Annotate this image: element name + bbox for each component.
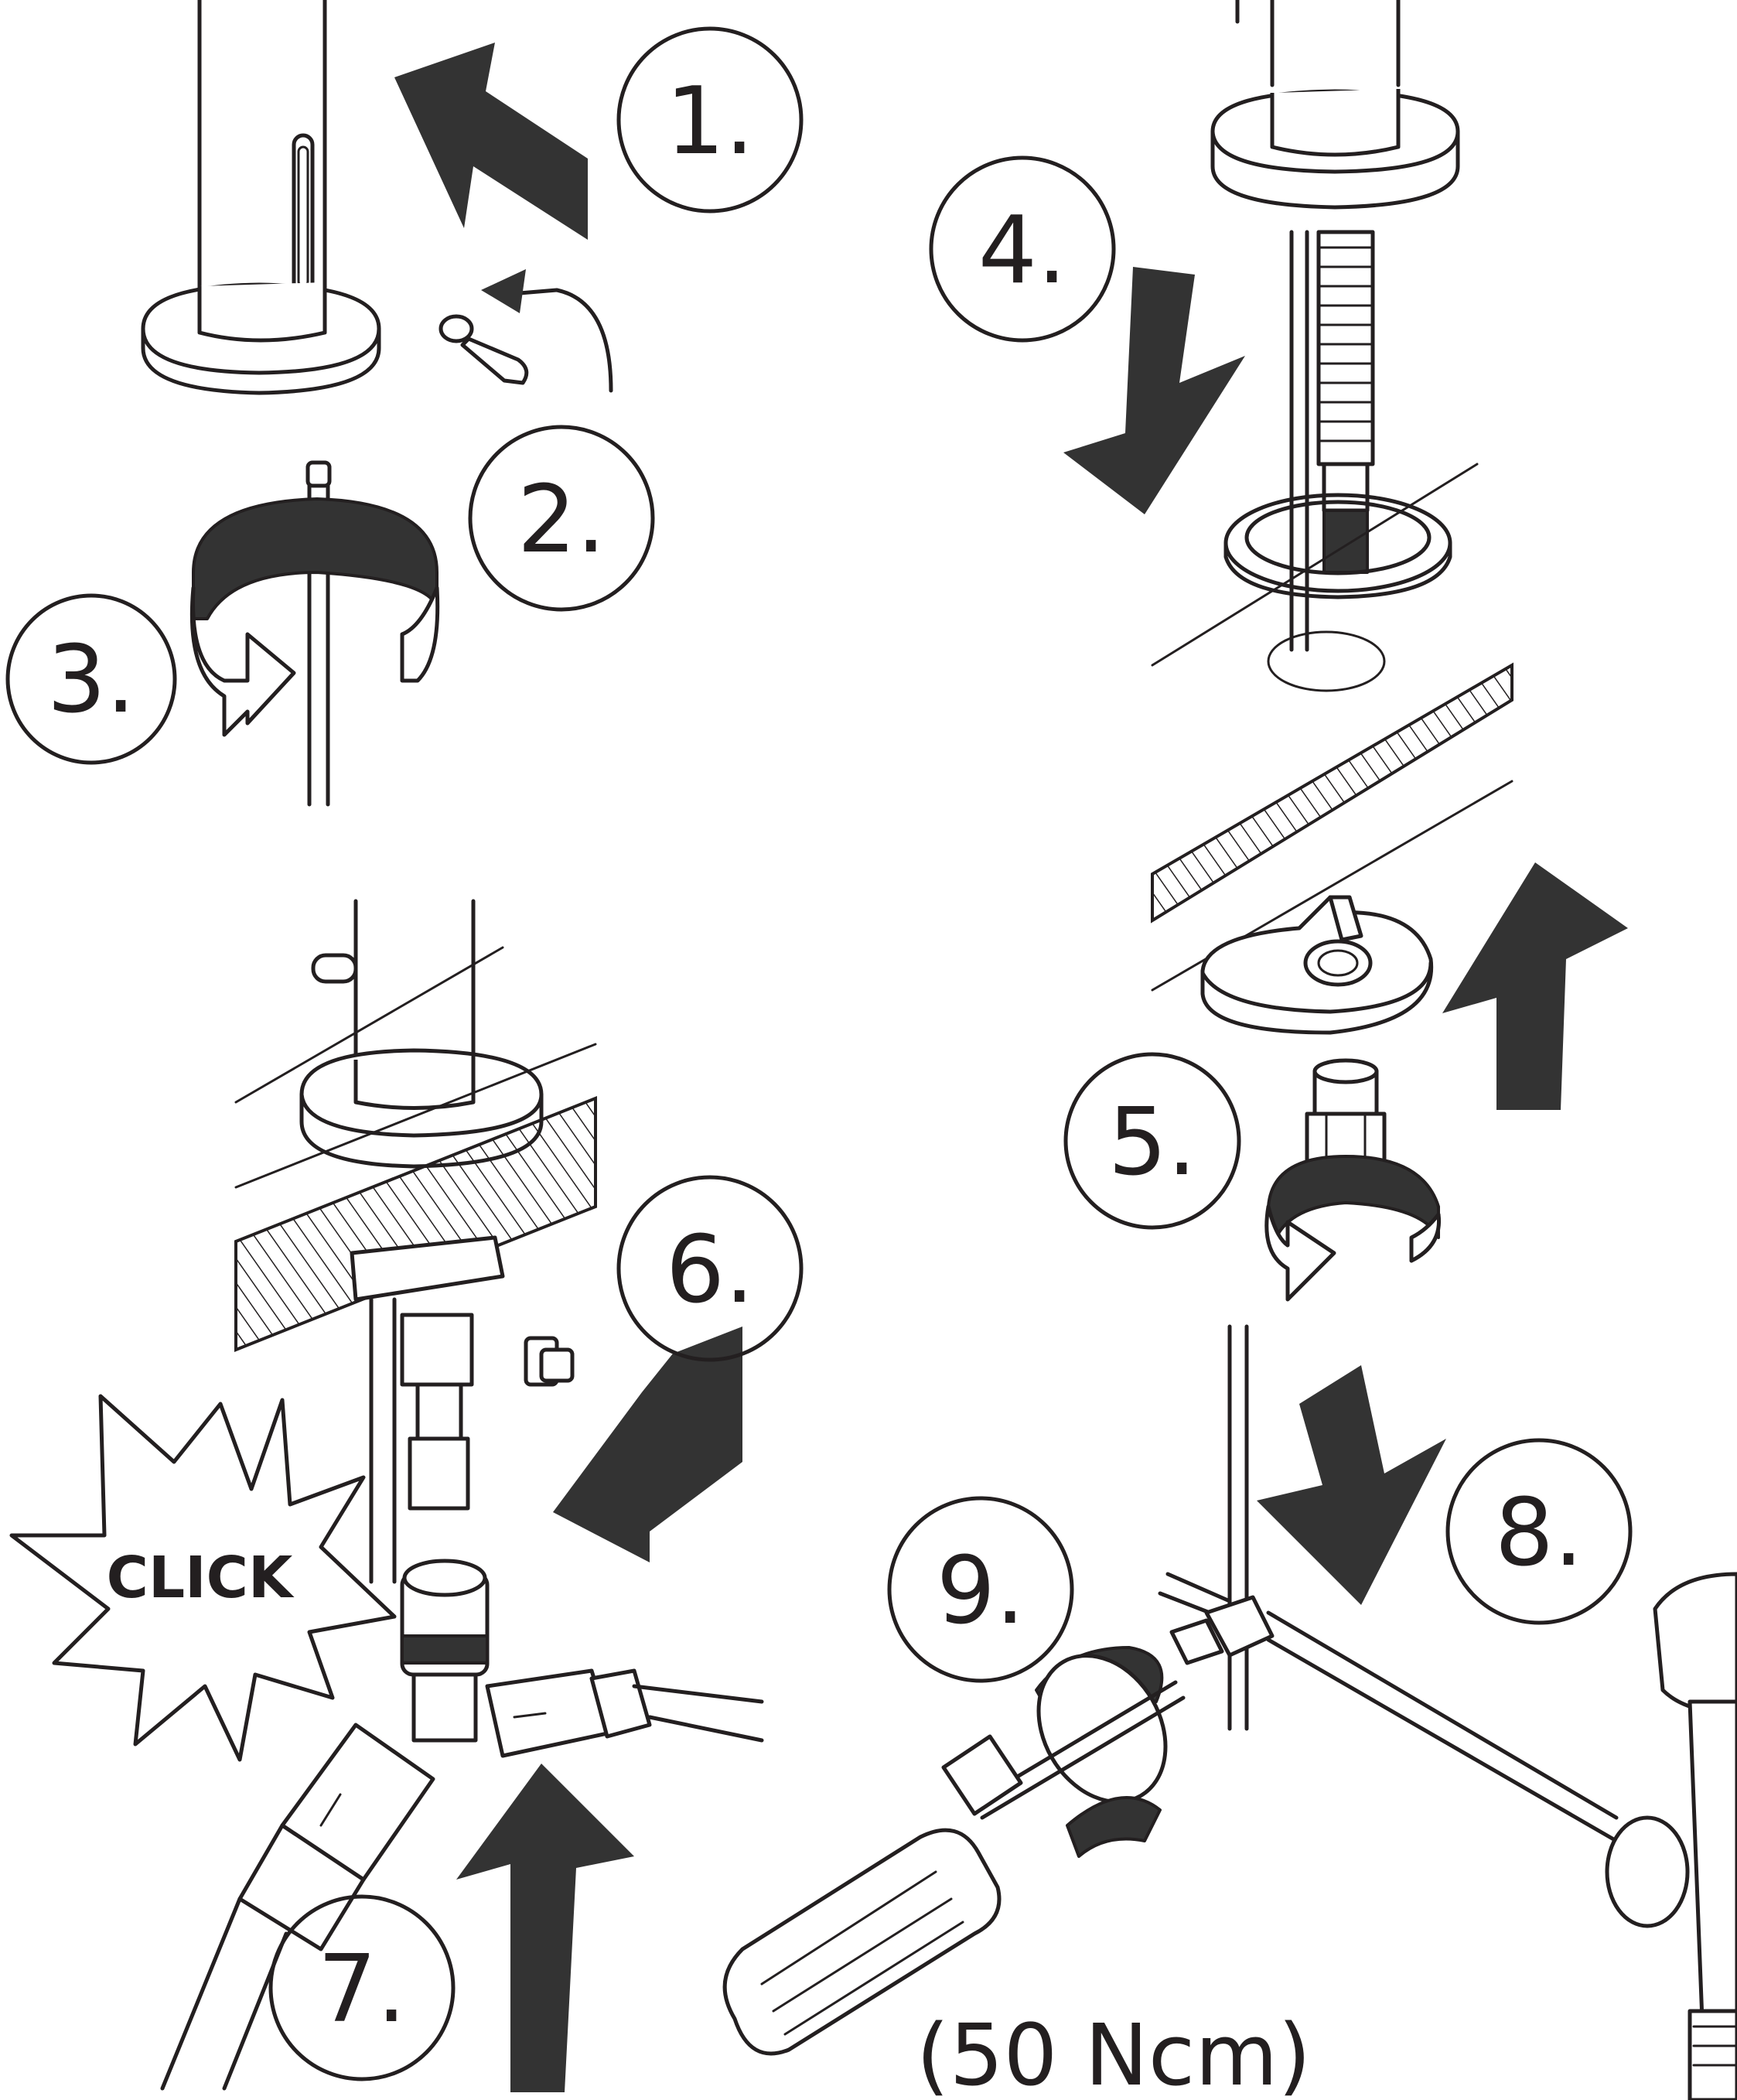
screwdriver-icon xyxy=(722,1646,1186,2056)
arrow-down-left-icon-2 xyxy=(553,1327,742,1562)
arrow-down-left-icon xyxy=(1063,267,1245,514)
step-7-label: 7. xyxy=(318,1936,407,2044)
panel-step-4: 4. xyxy=(929,0,1479,692)
supply-connector-icon xyxy=(350,1235,575,1584)
step-1-label: 1. xyxy=(666,68,755,176)
step-3-badge: 3. xyxy=(5,593,177,765)
step-5-badge: 5. xyxy=(1063,1052,1241,1230)
step-4-label: 4. xyxy=(978,197,1067,305)
arrow-up-left-icon xyxy=(394,43,588,240)
arrow-down-icon xyxy=(1257,1365,1446,1605)
torque-label: (50 Ncm) xyxy=(916,2006,1312,2100)
horseshoe-washer-icon xyxy=(1200,895,1434,1035)
rod-rotate-icon xyxy=(189,460,440,807)
step-7-badge: 7. xyxy=(268,1894,456,2081)
faucet-threaded-rod-icon xyxy=(1151,0,1479,692)
arrow-up-right-icon xyxy=(1442,862,1628,1110)
step-3-label: 3. xyxy=(47,627,136,734)
step-8-label: 8. xyxy=(1495,1480,1584,1587)
arrow-up-icon xyxy=(456,1764,634,2092)
step-8-badge: 8. xyxy=(1445,1438,1633,1625)
panel-steps-6-7: 6. CLICK 7. xyxy=(9,899,804,2092)
click-label: CLICK xyxy=(107,1545,295,1611)
panel-step-5: 5. xyxy=(1063,662,1628,1302)
thread-lines xyxy=(1317,246,1374,442)
panel-steps-8-9: 8. 9. (50 Ncm) xyxy=(722,1324,1737,2100)
pop-up-waste-icon xyxy=(1605,1572,1737,2100)
step-9-badge: 9. xyxy=(887,1496,1074,1683)
panel-steps-1-3: 1. 2. 3. xyxy=(5,0,804,807)
step-5-label: 5. xyxy=(1108,1089,1197,1197)
step-4-badge: 4. xyxy=(929,155,1116,343)
step-1-badge: 1. xyxy=(616,26,804,213)
step-9-label: 9. xyxy=(937,1538,1025,1645)
hose-connection-icon xyxy=(160,1559,764,2091)
countertop-section xyxy=(1151,662,1513,924)
faucet-body-icon xyxy=(141,0,381,395)
step-6-badge: 6. xyxy=(616,1175,804,1362)
set-screw-icon xyxy=(439,269,613,393)
lift-rod-clamp-icon xyxy=(1158,1324,1619,1843)
step-2-label: 2. xyxy=(517,466,606,574)
countertop-section-2 xyxy=(234,1096,597,1352)
step-6-label: 6. xyxy=(666,1217,755,1324)
click-starburst: CLICK xyxy=(9,1394,397,1762)
step-2-badge: 2. xyxy=(468,425,655,612)
fitting-rotate-icon xyxy=(1264,1058,1442,1302)
